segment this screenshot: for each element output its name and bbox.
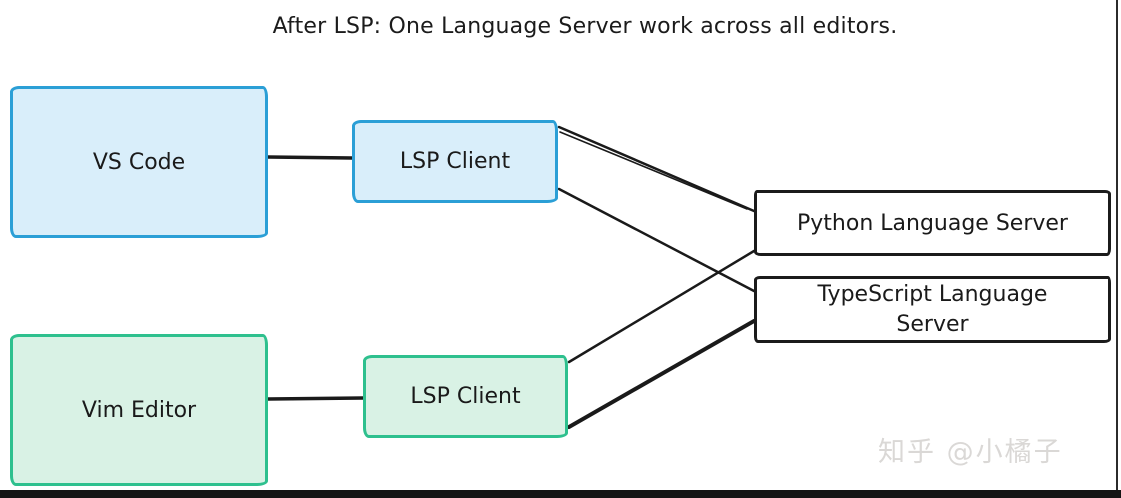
diagram-title: After LSP: One Language Server work acro… — [272, 14, 898, 39]
edge-vim-to-lsp_client_bottom — [266, 396, 365, 401]
node-python-language-server: Python Language Server — [754, 190, 1111, 256]
node-vscode-label: VS Code — [92, 149, 186, 175]
frame-bottom-border — [0, 490, 1121, 498]
node-python-language-server-label: Python Language Server — [797, 210, 1068, 236]
edge-lsp_client_bottom-to-typescript_server — [567, 319, 756, 429]
frame-right-border — [1116, 0, 1118, 498]
edge-lsp_client_top-to-python_server-sketch — [559, 131, 748, 210]
edge-vscode-to-lsp_client_top — [266, 155, 354, 160]
node-typescript-language-server: TypeScript Language Server — [754, 276, 1111, 343]
node-vim-editor-label: Vim Editor — [81, 397, 197, 423]
watermark-zhihu: 知乎 @小橘子 — [878, 437, 1063, 468]
node-lsp-client-top-label: LSP Client — [399, 149, 511, 174]
node-vscode: VS Code — [10, 86, 268, 238]
edge-lsp_client_top-to-typescript_server — [557, 187, 756, 293]
node-lsp-client-bottom: LSP Client — [363, 355, 568, 438]
edge-lsp_client_bottom-to-python_server — [567, 249, 756, 364]
edge-lsp_client_top-to-python_server — [557, 125, 756, 213]
node-vim-editor: Vim Editor — [10, 334, 268, 486]
node-typescript-language-server-label: TypeScript Language Server — [817, 281, 1048, 337]
node-lsp-client-bottom-label: LSP Client — [410, 384, 521, 409]
node-lsp-client-top: LSP Client — [352, 120, 558, 203]
